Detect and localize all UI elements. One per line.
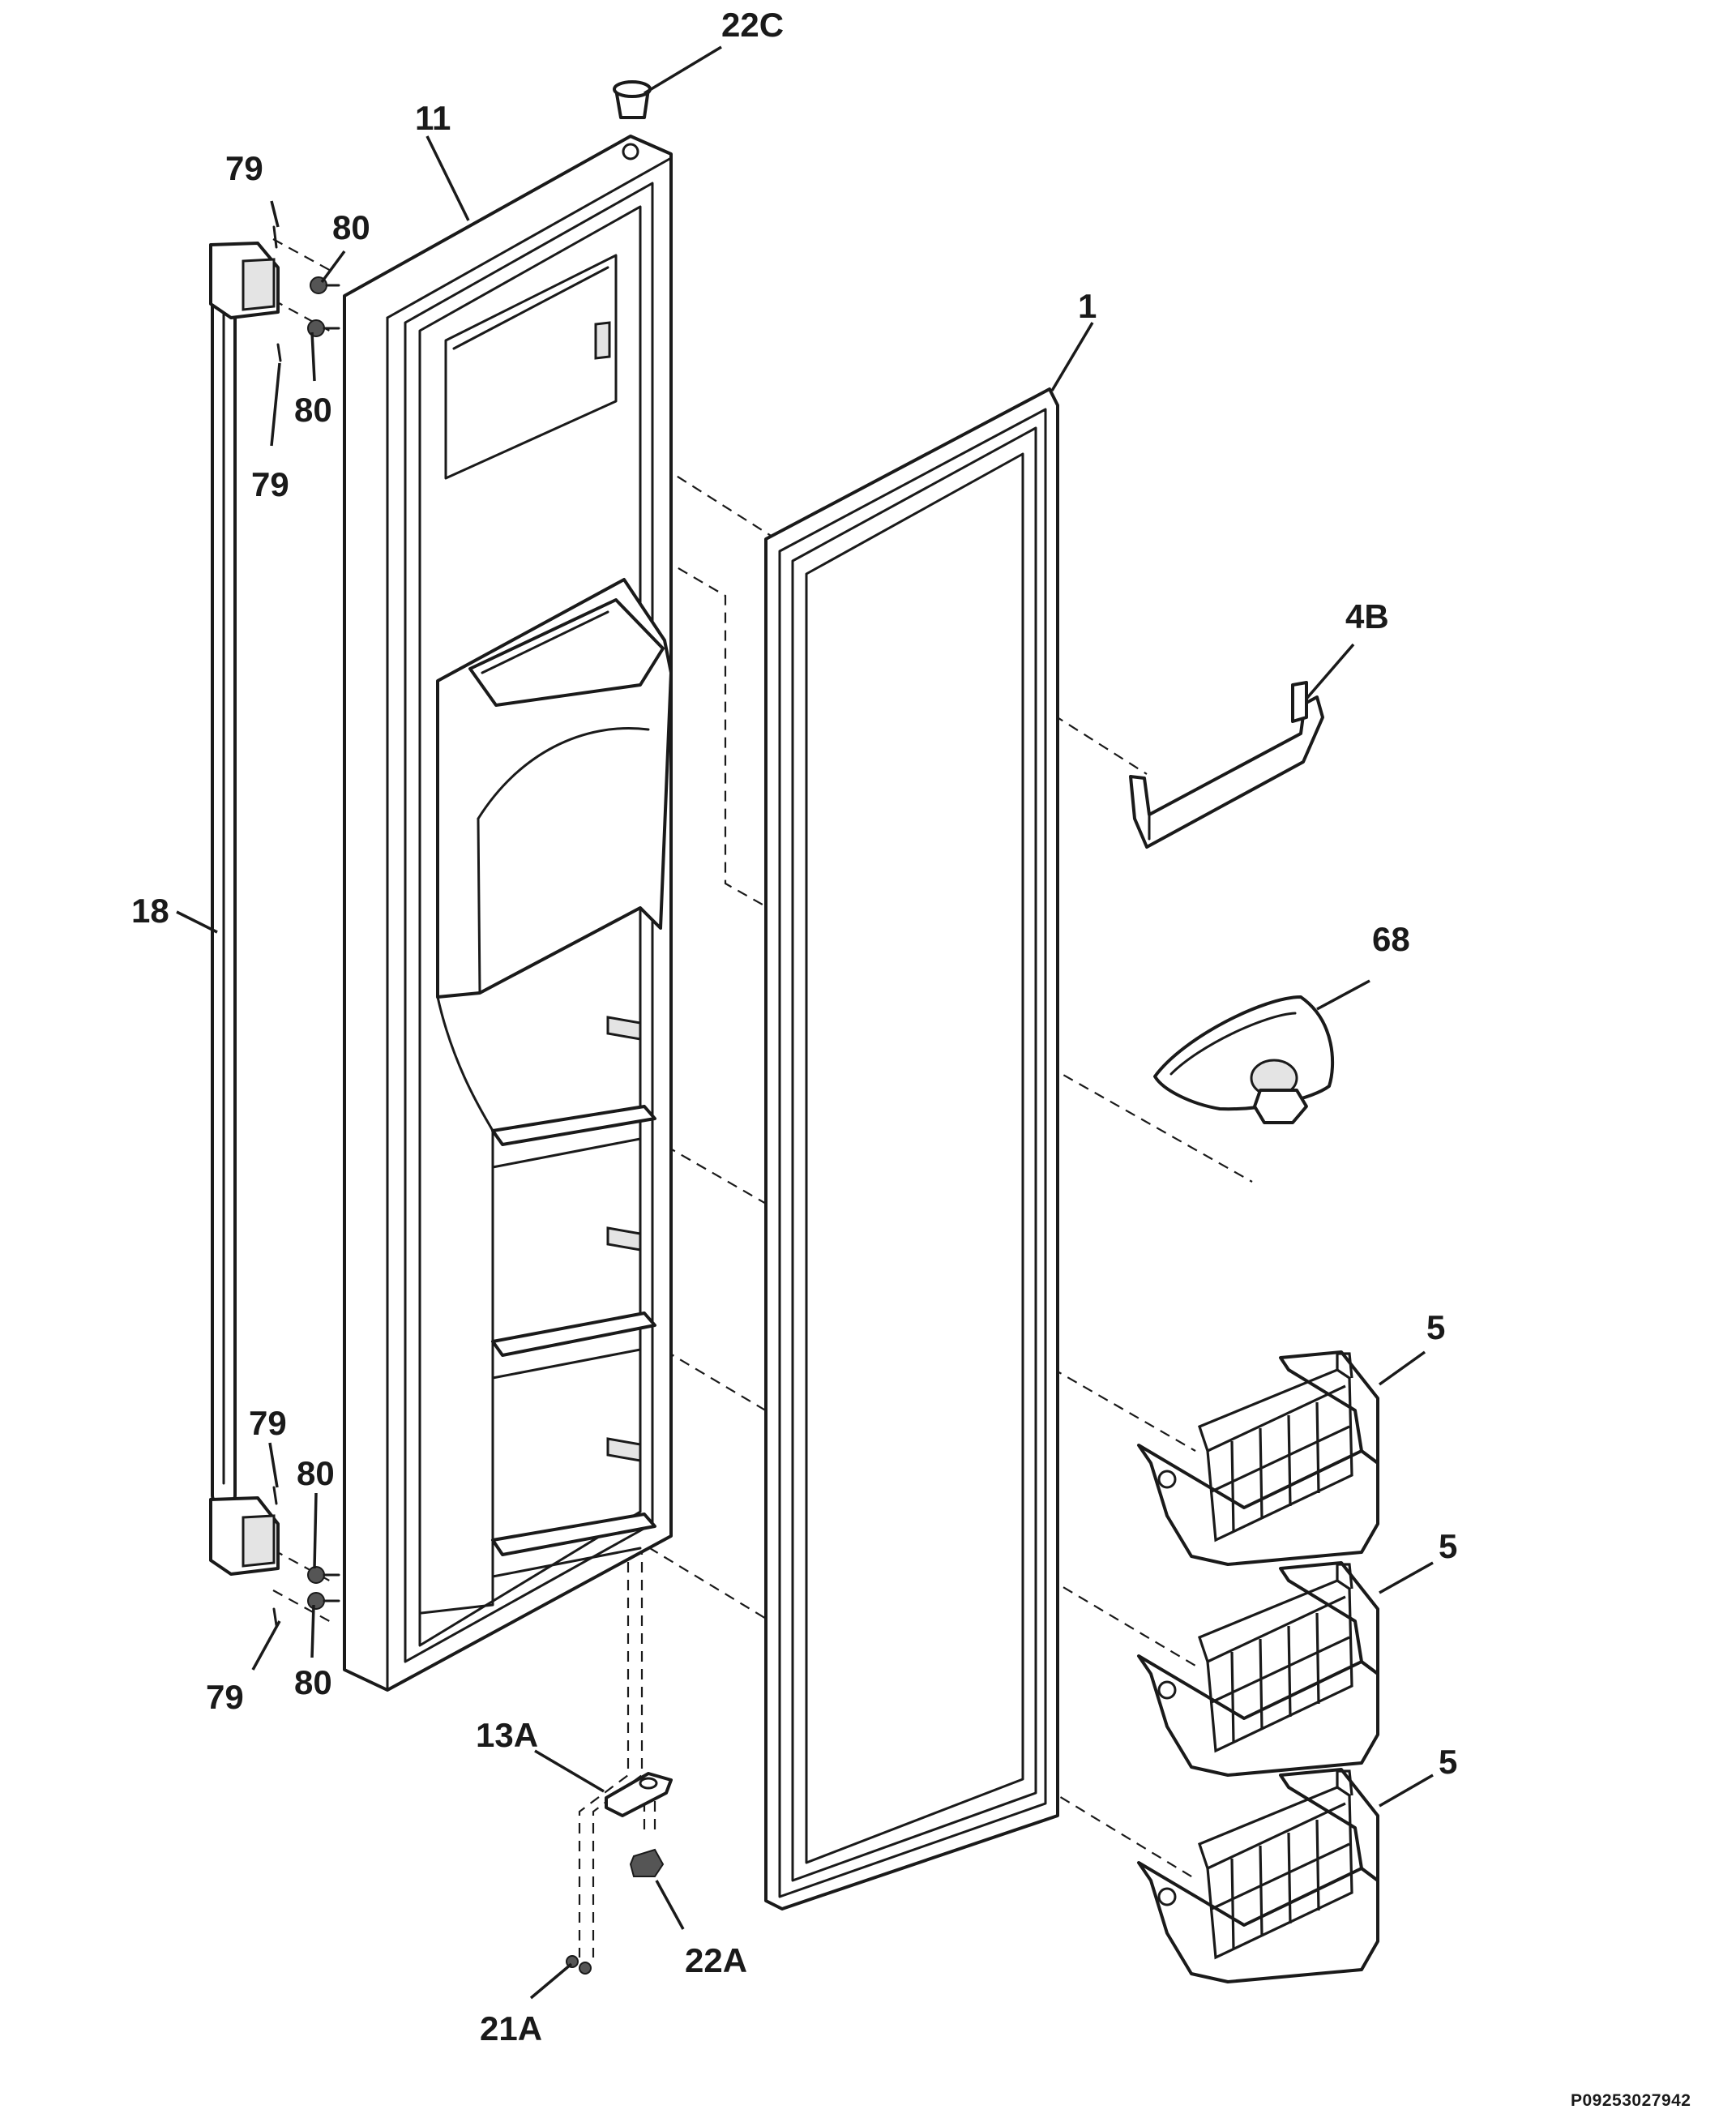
callout-18: 18 [131, 892, 169, 930]
callout-79-bottom-lower: 79 [206, 1678, 244, 1716]
callout-80-top-upper: 80 [332, 208, 370, 246]
callout-22c: 22C [721, 6, 784, 44]
screw-part-80-bottom-2 [307, 1592, 340, 1610]
pin-part-79-set [272, 225, 282, 1627]
callout-22a: 22A [685, 1941, 747, 1979]
door-basket-part-5-bottom [1137, 1768, 1379, 1983]
plug-part-22c [613, 80, 652, 119]
door-basket-part-5-middle [1137, 1561, 1379, 1777]
callout-5-top: 5 [1426, 1308, 1445, 1346]
callout-5-middle: 5 [1439, 1527, 1457, 1565]
callout-1: 1 [1078, 287, 1097, 325]
door-handle-part-18 [209, 242, 280, 1576]
callout-80-bottom-upper: 80 [297, 1454, 335, 1492]
callout-leader-lines [176, 45, 1434, 2000]
callout-labels: 22C 11 79 80 80 79 1 4B 18 68 5 79 80 5 … [131, 6, 1691, 2110]
callout-4b: 4B [1345, 597, 1389, 635]
callout-5-bottom: 5 [1439, 1743, 1457, 1781]
hinge-bushing-part-22a [629, 1848, 665, 1877]
door-liner-part-11 [343, 135, 673, 1692]
callout-80-top-lower: 80 [294, 391, 332, 429]
callout-13a: 13A [476, 1716, 538, 1754]
callout-79-top-upper: 79 [225, 149, 263, 187]
callout-68: 68 [1372, 920, 1410, 958]
callout-79-bottom-upper: 79 [249, 1404, 287, 1442]
door-bin-part-4b [1129, 681, 1324, 849]
callout-21a: 21A [480, 2009, 542, 2047]
hinge-bracket-part-13a [605, 1772, 673, 1817]
callout-11: 11 [415, 99, 451, 137]
drawing-code: P09253027942 [1571, 2091, 1691, 2110]
screw-part-21a [566, 1955, 592, 1975]
door-gasket-part-1 [764, 387, 1059, 1910]
callout-80-bottom-lower: 80 [294, 1663, 332, 1701]
door-basket-part-5-top [1137, 1350, 1379, 1566]
callout-79-top-lower: 79 [251, 465, 289, 503]
screw-part-80-bottom-1 [307, 1566, 340, 1584]
dispenser-funnel-part-68 [1153, 995, 1335, 1124]
